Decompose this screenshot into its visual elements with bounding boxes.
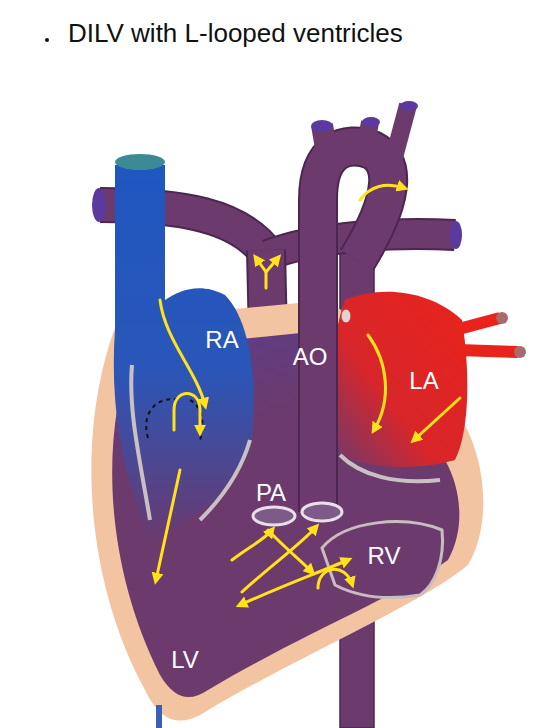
diagram-title: DILV with L-looped ventricles bbox=[68, 18, 403, 49]
flow-arrows bbox=[156, 185, 460, 605]
chamber-label: RA bbox=[205, 326, 238, 354]
chamber-label: LV bbox=[171, 646, 199, 674]
valve-leaflets bbox=[131, 365, 440, 520]
chamber-label: PA bbox=[256, 479, 286, 507]
right-atrium bbox=[114, 154, 254, 540]
right-ventricle bbox=[322, 522, 443, 598]
left-atrium bbox=[333, 292, 526, 467]
pulmonary-valve bbox=[253, 507, 295, 525]
chamber-label: LA bbox=[409, 367, 438, 395]
chamber-label: RV bbox=[368, 542, 401, 570]
chamber-label: AO bbox=[293, 343, 328, 371]
inferior-vena-cava bbox=[156, 705, 162, 728]
aortic-valve bbox=[302, 503, 342, 521]
stray-mark bbox=[45, 38, 49, 42]
aorta bbox=[311, 101, 418, 512]
